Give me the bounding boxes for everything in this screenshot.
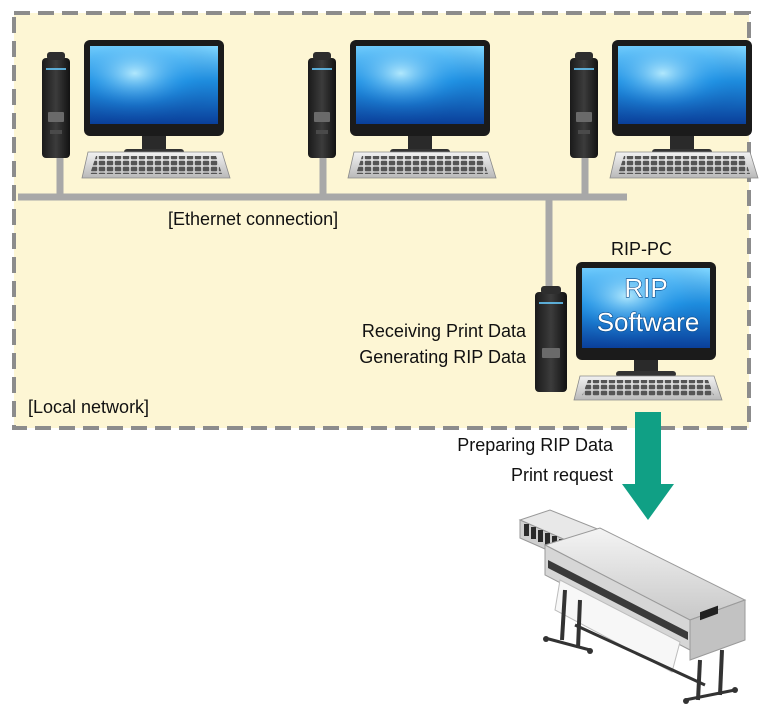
rip-pc-icon [535, 262, 723, 401]
rip-task-receiving: Receiving Print Data [361, 321, 526, 341]
local-network-border [12, 11, 751, 430]
ethernet-connection-label: [Ethernet connection] [168, 209, 339, 229]
rip-screen-line-2: Software [597, 307, 700, 337]
transfer-line-print-request: Print request [510, 465, 613, 485]
local-network-label: [Local network] [28, 397, 150, 417]
rip-pc-title: RIP-PC [611, 239, 673, 259]
wide-format-printer-icon [518, 509, 747, 704]
rip-pc: RIP Software [535, 262, 723, 401]
transfer-line-preparing: Preparing RIP Data [457, 435, 613, 455]
rip-task-generating: Generating RIP Data [359, 347, 526, 367]
ethernet-cable [18, 158, 627, 290]
rip-screen-line-1: RIP [624, 273, 667, 303]
transfer-arrow [622, 412, 674, 520]
